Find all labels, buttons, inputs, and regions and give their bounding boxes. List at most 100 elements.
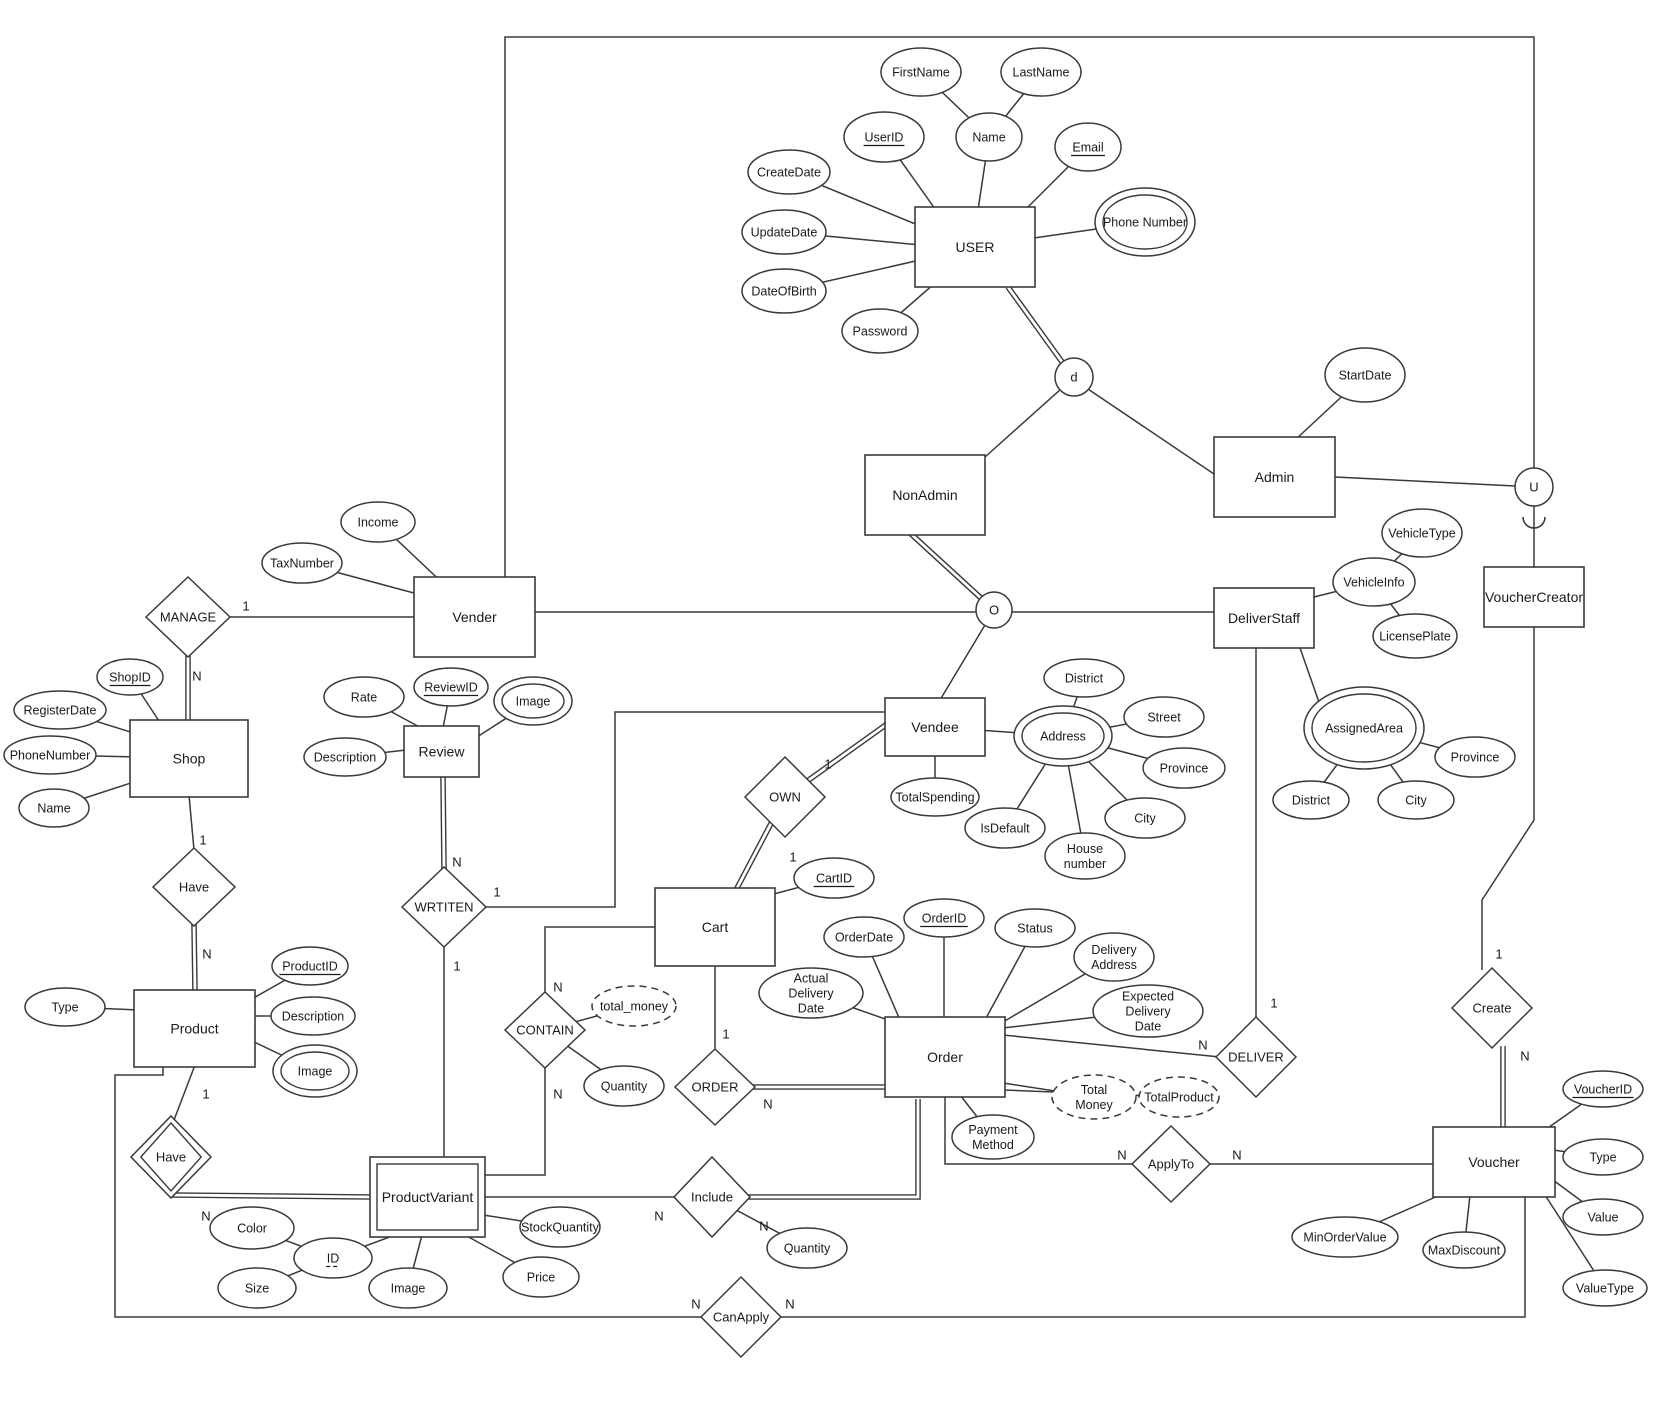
attribute-ExpectedDeliveryDate — [1092, 984, 1204, 1038]
entity-label-Order: Order — [927, 1049, 963, 1065]
relationship-label-DELIVER: DELIVER — [1228, 1050, 1284, 1065]
attribute-LicensePlate — [1372, 613, 1458, 659]
attribute-label-ShopID: ShopID — [109, 670, 151, 684]
attribute-ellipse-RegisterDate — [13, 690, 107, 730]
attribute-label-LicensePlate: LicensePlate — [1379, 629, 1451, 643]
attribute-StartDate — [1324, 347, 1406, 403]
attribute-ellipse-MinOrderValue — [1291, 1216, 1399, 1258]
relationship-label-Include: Include — [691, 1190, 733, 1205]
attribute-TotalMoney — [1051, 1074, 1137, 1120]
attribute-ellipse-District-ds — [1272, 780, 1350, 820]
attribute-label-VehicleType: VehicleType — [1388, 526, 1455, 540]
entity-label-Admin: Admin — [1255, 469, 1295, 485]
edge-user-d-inner — [1006, 286, 1072, 374]
attribute-label-UpdateDate: UpdateDate — [751, 225, 818, 239]
attribute-label-District-ds: District — [1292, 793, 1331, 807]
attribute-ellipse-ValueType — [1562, 1269, 1648, 1307]
entity-Product — [133, 989, 256, 1068]
attribute-ellipse-OrderDate — [823, 916, 905, 958]
attribute-inner-ellipse-Image-product — [280, 1051, 350, 1091]
attribute-ellipse-DeliveryAddress — [1073, 932, 1155, 982]
cardinality-label-15: N — [654, 1209, 663, 1224]
cardinality-label-20: N — [1232, 1148, 1241, 1163]
attribute-ellipse-Income — [340, 501, 416, 543]
relationship-label-OWN: OWN — [769, 790, 801, 805]
attribute-MaxDiscount — [1422, 1231, 1506, 1269]
relationship-diamond-DELIVER — [1214, 1015, 1298, 1099]
attribute-label-Province-ds: Province — [1451, 750, 1500, 764]
entity-label-Review: Review — [419, 743, 466, 759]
attribute-label-ValueType: ValueType — [1576, 1281, 1634, 1295]
entity-USER — [914, 206, 1036, 288]
cardinality-label-8: 1 — [453, 959, 460, 974]
attribute-ellipse-Rate — [323, 676, 405, 718]
attribute-label-StartDate: StartDate — [1339, 368, 1392, 382]
entity-box-NonAdmin — [864, 454, 986, 536]
attribute-label-VoucherID: VoucherID — [1574, 1082, 1632, 1096]
cardinality-label-18: 1 — [1270, 996, 1277, 1011]
attribute-ellipse-DateOfBirth — [741, 268, 827, 314]
circle-label-U: U — [1529, 480, 1538, 495]
attribute-Province-ds — [1434, 736, 1516, 778]
relationship-label-ApplyTo: ApplyTo — [1148, 1157, 1194, 1172]
attribute-label-Type-voucher: Type — [1589, 1150, 1616, 1164]
attribute-ellipse-VehicleType — [1381, 508, 1463, 558]
attribute-ellipse-Name-user — [955, 112, 1023, 162]
attribute-total_money — [591, 985, 677, 1027]
attribute-label-DateOfBirth: DateOfBirth — [751, 284, 816, 298]
attribute-ActualDeliveryDate — [758, 967, 864, 1019]
attribute-label-IsDefault: IsDefault — [980, 821, 1030, 835]
attribute-label-Image-pv: Image — [391, 1281, 426, 1295]
relationship-MANAGE — [144, 575, 232, 659]
attribute-ellipse-PaymentMethod — [951, 1114, 1035, 1160]
entity-label-Vender: Vender — [452, 609, 497, 625]
entity-box-Order — [884, 1016, 1006, 1098]
edge-canapply-product — [114, 1065, 705, 1318]
attribute-Type-voucher — [1562, 1138, 1644, 1176]
attribute-MinOrderValue — [1291, 1216, 1399, 1258]
attribute-label-CreateDate: CreateDate — [757, 165, 821, 179]
edge-have1-product-inner — [192, 923, 197, 993]
attribute-label-UserID: UserID — [865, 130, 904, 144]
attribute-PhoneNumber-shop — [3, 735, 97, 775]
attribute-label-Description-review: Description — [314, 750, 377, 764]
attribute-ellipse-Province-vendee — [1142, 747, 1226, 789]
cardinality-label-6: N — [452, 855, 461, 870]
attribute-ellipse-ProductID — [271, 946, 349, 986]
attribute-ellipse-LicensePlate — [1372, 613, 1458, 659]
attribute-ellipse-Street — [1123, 696, 1205, 738]
attribute-ellipse-IsDefault — [964, 807, 1046, 849]
attribute-label-MaxDiscount: MaxDiscount — [1428, 1243, 1501, 1257]
specialization-circle-d — [1054, 357, 1094, 397]
attribute-OrderDate — [823, 916, 905, 958]
edges-layer — [49, 36, 1606, 1318]
attribute-label-Address: Address — [1040, 729, 1086, 743]
attribute-IsDefault — [964, 807, 1046, 849]
entity-label-Product: Product — [170, 1020, 218, 1036]
relationship-diamond-Have2 — [129, 1114, 213, 1200]
attribute-ellipse-StockQuantity — [519, 1206, 601, 1248]
relationship-DELIVER — [1214, 1015, 1298, 1099]
attribute-label-District-vendee: District — [1065, 671, 1104, 685]
attribute-label-StockQuantity: StockQuantity — [521, 1220, 600, 1234]
attribute-label-TotalProduct: TotalProduct — [1144, 1090, 1214, 1104]
attribute-ellipse-Quantity-contain — [583, 1065, 665, 1107]
cardinality-label-9: 1 — [824, 757, 831, 772]
attribute-Image-review — [493, 676, 573, 726]
attribute-Image-product — [272, 1044, 358, 1098]
attribute-label-ProductID: ProductID — [282, 959, 338, 973]
attribute-ellipse-UserID — [843, 111, 925, 163]
attribute-label-Income: Income — [358, 515, 399, 529]
cardinality-label-4: 1 — [202, 1087, 209, 1102]
attribute-StockQuantity — [519, 1206, 601, 1248]
attribute-label-MinOrderValue: MinOrderValue — [1303, 1230, 1386, 1244]
attribute-ellipse-TotalSpending — [890, 777, 980, 817]
cardinality-label-5: N — [201, 1209, 210, 1224]
relationship-Have1 — [151, 846, 237, 928]
entity-Voucher — [1432, 1126, 1556, 1198]
relationship-diamond-WRTITEN — [400, 865, 488, 949]
relationship-inner-diamond-Have2 — [139, 1121, 203, 1193]
specialization-circle-O — [975, 591, 1013, 629]
